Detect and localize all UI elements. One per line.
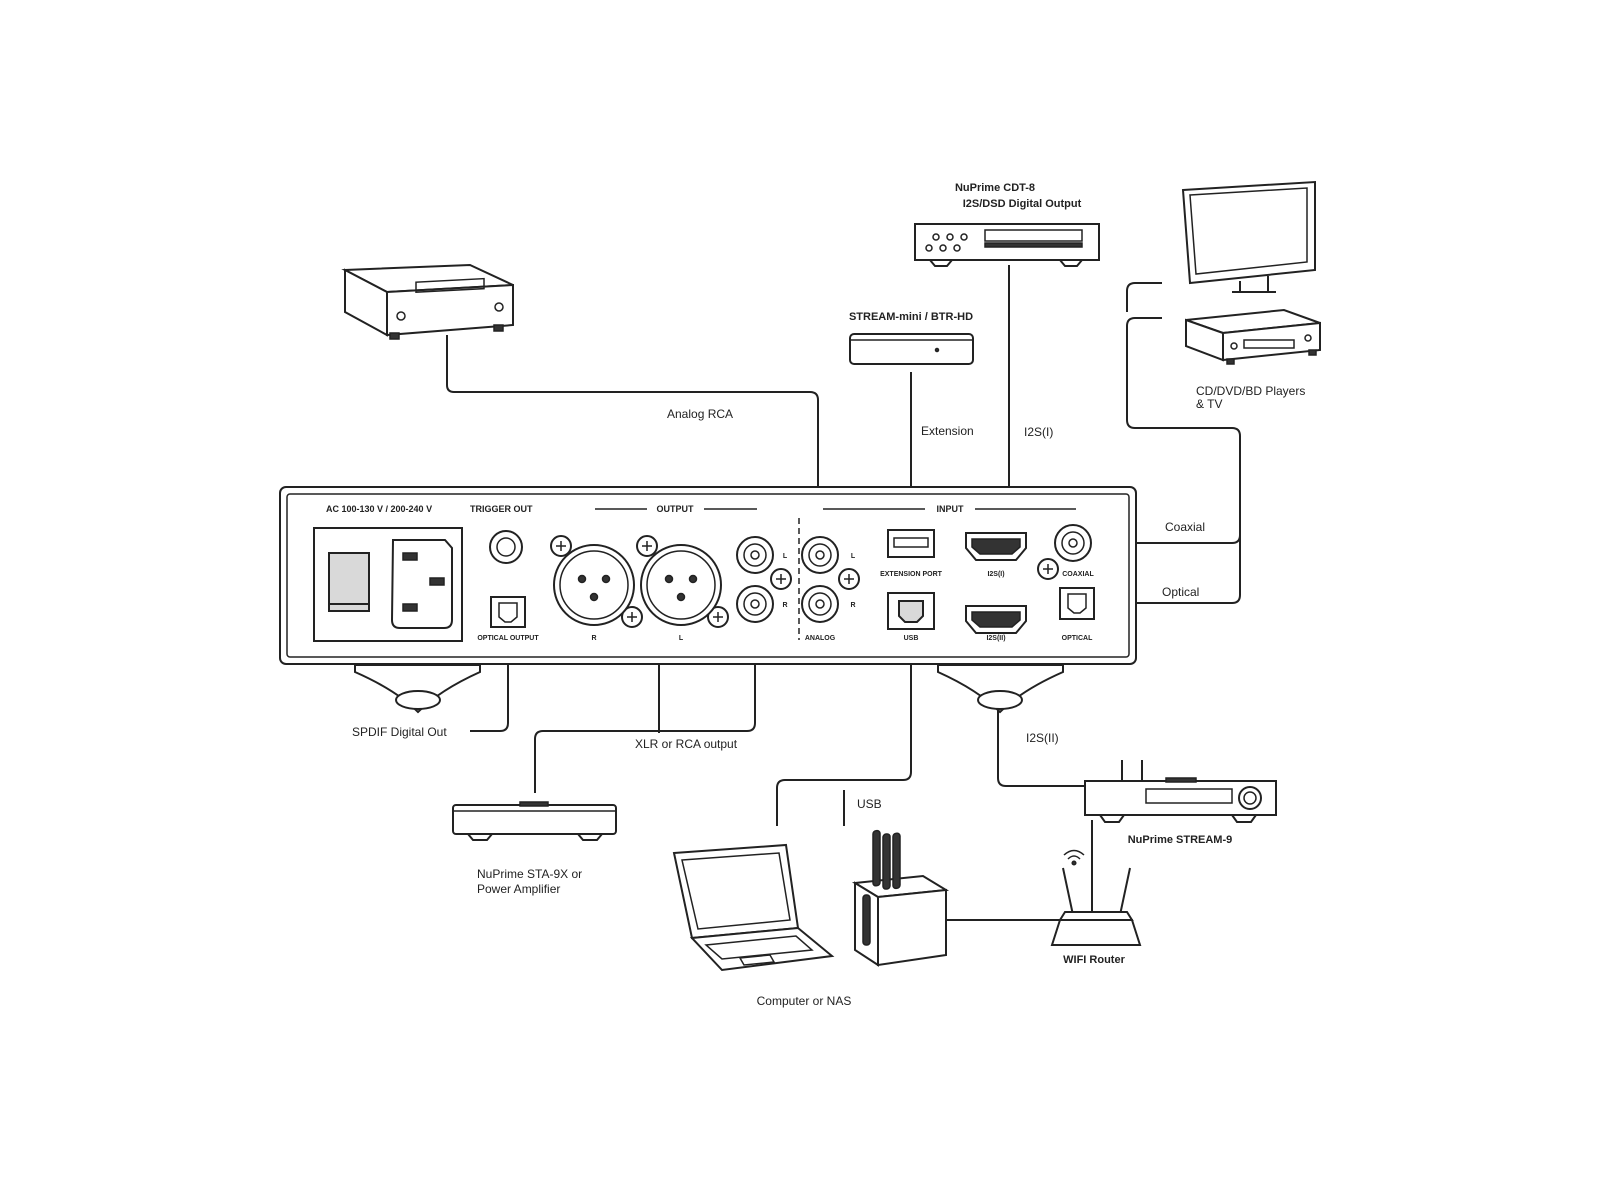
i2s1-port [965, 532, 1027, 561]
rca-out-r-label: R [782, 602, 787, 609]
coaxial-cable [1073, 534, 1241, 544]
coaxial-port-label: COAXIAL [1062, 571, 1094, 578]
computer-nas-label: Computer or NAS [757, 994, 852, 1008]
xlr-output-r [553, 544, 635, 626]
rca-output-r [736, 585, 774, 623]
extension-port [887, 529, 935, 558]
panel-foot-right [937, 664, 1064, 714]
trigger-out-jack [489, 530, 523, 564]
coaxial-port [1054, 524, 1092, 562]
cd-dvd-player-device [1185, 308, 1321, 365]
optical-connection-label: Optical [1162, 585, 1199, 599]
extension-port-label: EXTENSION PORT [880, 571, 943, 578]
analog-in-r-label: R [850, 602, 855, 609]
cables [446, 265, 1241, 921]
wifi-router-device [1050, 867, 1142, 946]
coax-optical-trunk [1080, 317, 1241, 604]
i2s1-connection-label: I2S(I) [1024, 425, 1053, 439]
xlr-rca-output-label: XLR or RCA output [635, 737, 738, 751]
players-label-line2: & TV [1196, 397, 1222, 411]
laptop-device [672, 843, 835, 972]
spdif-cable [470, 614, 509, 732]
xlr-output-l [640, 544, 722, 626]
i2s2-cable [997, 634, 1088, 787]
extension-label: Extension [921, 424, 974, 438]
stream-mini-label: STREAM-mini / BTR-HD [849, 311, 973, 323]
stream9-label: NuPrime STREAM-9 [1128, 834, 1233, 846]
i2s2-port [965, 605, 1027, 634]
usb-port [887, 592, 935, 630]
output-label: OUTPUT [657, 504, 695, 514]
power-label: AC 100-130 V / 200-240 V [326, 504, 432, 514]
analog-rca-label: Analog RCA [667, 407, 733, 421]
tv-bracket [1126, 282, 1162, 312]
optical-input-port [1059, 587, 1095, 620]
cdt8-device [914, 223, 1100, 267]
optical-port-label: OPTICAL [1062, 635, 1093, 642]
wifi-router-label: WIFI Router [1063, 954, 1125, 966]
dac-rear-panel: AC 100-130 V / 200-240 V TRIGGER OUT OUT… [279, 486, 1137, 714]
cdt8-label-line1: NuPrime CDT-8 [955, 182, 1035, 194]
analog-input-r [801, 585, 839, 623]
stream-mini-device [849, 333, 974, 365]
players-label-line1: CD/DVD/BD Players [1196, 384, 1305, 398]
analog-source-device [341, 263, 514, 340]
usb-port-label: USB [904, 635, 919, 642]
screws [550, 535, 1059, 628]
usb-cable [776, 635, 912, 826]
usb-connection-label: USB [857, 797, 882, 811]
rca-output-l [736, 536, 774, 574]
sta9x-amplifier-device [452, 801, 617, 841]
xlr-l-label: L [679, 635, 684, 642]
i2s1-port-label: I2S(I) [987, 571, 1004, 578]
trigger-label: TRIGGER OUT [470, 504, 533, 514]
i2s2-port-label: I2S(II) [986, 635, 1005, 642]
cdt8-label-line2: I2S/DSD Digital Output [963, 198, 1082, 210]
tv-device [1181, 180, 1316, 293]
xlr-r-label: R [591, 635, 596, 642]
optical-output-label: OPTICAL OUTPUT [477, 635, 539, 642]
spdif-label: SPDIF Digital Out [352, 725, 447, 739]
stream9-device [1084, 760, 1277, 823]
analog-rca-cable [446, 335, 819, 543]
power-switch [328, 552, 370, 612]
rca-cable-r [534, 612, 756, 793]
coaxial-connection-label: Coaxial [1165, 520, 1205, 534]
rca-out-l-label: L [783, 553, 788, 560]
analog-label: ANALOG [805, 635, 836, 642]
optical-output-port [490, 596, 526, 628]
wifi-signal-icon [1063, 849, 1085, 866]
analog-in-l-label: L [851, 553, 856, 560]
i2s2-connection-label: I2S(II) [1026, 731, 1059, 745]
analog-input-l [801, 536, 839, 574]
nas-device [851, 829, 950, 967]
sta9x-label-line1: NuPrime STA-9X or [477, 867, 582, 881]
panel-foot-left [354, 664, 481, 714]
input-label: INPUT [937, 504, 965, 514]
panel-inner-frame [286, 493, 1130, 658]
sta9x-label-line2: Power Amplifier [477, 882, 560, 896]
